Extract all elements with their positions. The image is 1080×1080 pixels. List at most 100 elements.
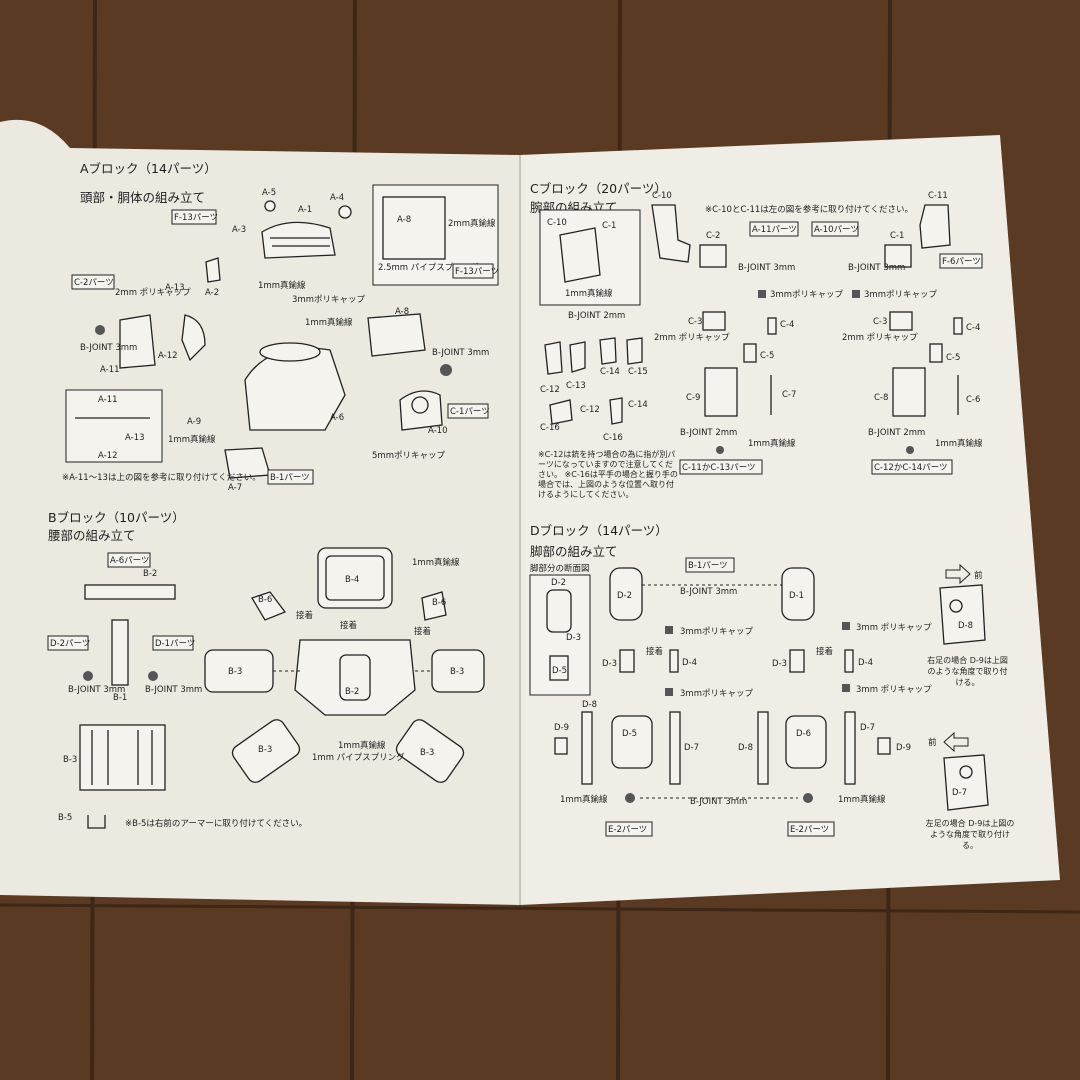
label-a8: A-8 xyxy=(395,307,409,317)
label-d7-left: D-7 xyxy=(684,743,699,753)
left-foot-note: 左足の場合 D-9は上図のような角度で取り付ける。 xyxy=(925,819,1015,850)
block-b: Bブロック（10パーツ） 腰部の組み立て A-6パーツ B-2 B-1 D-2パ… xyxy=(47,510,485,829)
part-b4 xyxy=(317,547,393,609)
polycap-d-right-top xyxy=(842,622,850,630)
inset-label-a12: A-12 xyxy=(98,451,118,461)
label-b6-left: B-6 xyxy=(258,595,272,605)
label-b4: B-4 xyxy=(345,575,359,585)
label-c5-right: C-5 xyxy=(946,353,960,363)
head-part-detail xyxy=(270,237,330,247)
label-d4-right: D-4 xyxy=(858,658,873,668)
part-d3-left xyxy=(619,649,635,673)
tag-a10 xyxy=(811,221,859,237)
part-d8-left xyxy=(581,711,593,785)
label-b3-lower-left: B-3 xyxy=(258,745,272,755)
label-a3: A-3 xyxy=(232,225,246,235)
label-b2: B-2 xyxy=(345,687,359,697)
label-c3-left: C-3 xyxy=(688,317,702,327)
label-c2: C-2 xyxy=(706,231,720,241)
tag-a6-text: A-6パーツ xyxy=(110,556,149,566)
footnote-c-wrap: ※C-12は銃を持つ場合の為に指が別パーツになっていますので注意してください。 … xyxy=(538,450,678,499)
bjoint-b-right xyxy=(148,671,158,681)
tag-b1-text: B-1パーツ xyxy=(270,473,310,483)
note-1mm-b: 1mm真鍮線 xyxy=(338,740,386,751)
note-glue-d-left: 接着 xyxy=(646,646,663,657)
label-c13: C-13 xyxy=(566,381,586,391)
front-label-1: 前 xyxy=(974,570,983,581)
section-label: 脚部分の断面図 xyxy=(530,563,590,574)
note-bjoint-d: B-JOINT 3mm xyxy=(680,587,737,597)
label-d3-right: D-3 xyxy=(772,659,787,669)
front-label-2: 前 xyxy=(928,737,937,748)
part-c3-right xyxy=(889,311,913,331)
head-part-a1 xyxy=(261,221,336,259)
bjoint-d-right xyxy=(803,793,813,803)
label-d5: D-5 xyxy=(622,729,637,739)
part-b2-center xyxy=(294,639,416,716)
label-c15: C-15 xyxy=(628,367,648,377)
inset-d2 xyxy=(546,589,572,633)
label-a13: A-13 xyxy=(165,283,185,293)
inset-a8-part xyxy=(382,196,446,260)
part-b3-assembly xyxy=(79,724,166,791)
tag-c12-c14 xyxy=(871,459,953,475)
label-c8: C-8 xyxy=(874,393,888,403)
part-a11 xyxy=(119,314,156,369)
foot-d9-left xyxy=(959,765,973,779)
part-a4 xyxy=(338,205,352,219)
label-a10: A-10 xyxy=(428,426,448,436)
part-a5 xyxy=(264,200,276,212)
label-c5-left: C-5 xyxy=(760,351,774,361)
part-a10-socket xyxy=(411,396,429,414)
tag-e2-right-text: E-2パーツ xyxy=(790,825,829,835)
note-glue-b1: 接着 xyxy=(296,610,313,621)
label-b3-left: B-3 xyxy=(228,667,242,677)
block-a-title: Aブロック（14パーツ） xyxy=(80,161,217,176)
label-a7: A-7 xyxy=(228,483,242,493)
tag-c11-c13 xyxy=(679,459,763,475)
note-2mm-polycap: 2mm ポリキャップ xyxy=(115,288,191,298)
note-polycap-d1: 3mmポリキャップ xyxy=(680,627,753,637)
tag-c2-text: C-2パーツ xyxy=(74,278,114,288)
note-bjoint-e2: B-JOINT 3mm xyxy=(690,797,747,807)
inset-label-d2: D-2 xyxy=(551,578,566,588)
part-c16-b xyxy=(609,397,623,425)
part-c9 xyxy=(704,367,738,417)
note-glue-b2: 接着 xyxy=(340,620,357,631)
label-a2: A-2 xyxy=(205,288,219,298)
label-b1: B-1 xyxy=(113,693,127,703)
arrow-left-icon xyxy=(943,731,969,753)
polycap-c-left xyxy=(758,290,766,298)
part-d8-right xyxy=(757,711,769,785)
tag-d2 xyxy=(47,635,89,651)
label-a4: A-4 xyxy=(330,193,344,203)
polycap-d-right-bottom xyxy=(842,684,850,692)
label-b3-side: B-3 xyxy=(63,755,77,765)
label-d1: D-1 xyxy=(789,591,804,601)
inset-label-a13: A-13 xyxy=(125,433,145,443)
part-d4-left xyxy=(669,649,679,673)
note-1mm-wire-b: 1mm真鍮線 xyxy=(412,557,460,568)
part-c1 xyxy=(884,244,912,268)
part-c4-right xyxy=(953,317,963,335)
label-d3-left: D-3 xyxy=(602,659,617,669)
part-c5-left xyxy=(743,343,757,363)
block-a: Aブロック（14パーツ） 頭部・胴体の組み立て A-1 A-5 A-4 A-3 … xyxy=(62,161,499,493)
bjoint-d-left xyxy=(625,793,635,803)
label-c14-b: C-14 xyxy=(628,400,648,410)
label-d9-right: D-9 xyxy=(896,743,911,753)
part-b5 xyxy=(87,815,106,829)
label-c1: C-1 xyxy=(890,231,904,241)
part-b6-right xyxy=(421,591,447,621)
note-bjoint-2mm-hands: B-JOINT 2mm xyxy=(568,311,625,321)
note-bjoint-a11: B-JOINT 3mm xyxy=(80,343,137,353)
part-d5 xyxy=(611,715,653,769)
part-c3-left xyxy=(702,311,726,331)
part-a12 xyxy=(181,314,206,362)
note-bjoint-c-right: B-JOINT 3mm xyxy=(848,263,905,273)
foot-diagram-right xyxy=(939,584,986,645)
label-a1: A-1 xyxy=(298,205,312,215)
label-b6-right: B-6 xyxy=(432,598,446,608)
note-1mm-wire-d-left: 1mm真鍮線 xyxy=(560,794,608,805)
note-bjoint-b-left: B-JOINT 3mm xyxy=(68,685,125,695)
